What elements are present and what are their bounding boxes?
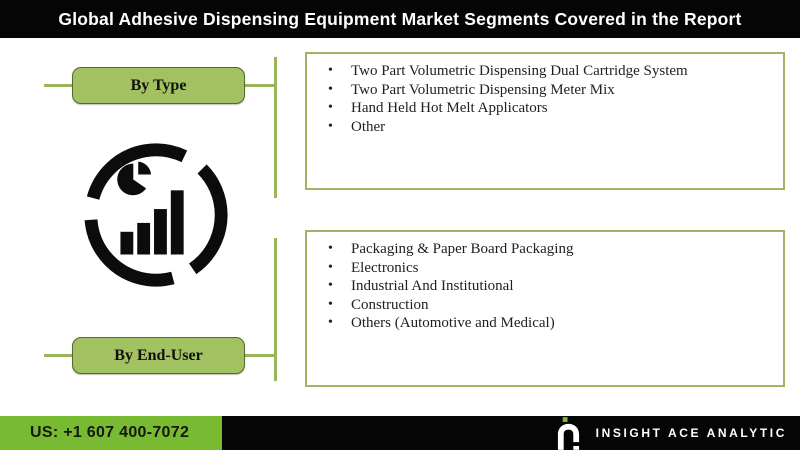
connector-line [274,238,277,381]
phone-number: US: +1 607 400-7072 [30,424,190,441]
header-bar: Global Adhesive Dispensing Equipment Mar… [0,0,800,38]
connector-line [44,354,72,357]
list-item: Construction [319,296,773,315]
connector-line [245,354,277,357]
by-end-user-label: By End-User [72,337,245,374]
list-item: Packaging & Paper Board Packaging [319,240,773,259]
by-type-list: Two Part Volumetric Dispensing Dual Cart… [319,62,773,136]
by-end-user-label-text: By End-User [114,346,203,364]
brand-name: INSIGHT ACE ANALYTIC [595,426,787,440]
connector-line [274,57,277,198]
connector-line [44,84,72,87]
list-item: Industrial And Institutional [319,277,773,296]
phone-badge: US: +1 607 400-7072 [0,416,222,450]
pie-and-bar-chart-ring-icon [84,143,228,287]
list-item: Two Part Volumetric Dispensing Dual Cart… [319,62,773,81]
by-end-user-items-box: Packaging & Paper Board Packaging Electr… [305,230,785,387]
brand-logo-group: INSIGHT ACE ANALYTIC [556,416,787,450]
page-title: Global Adhesive Dispensing Equipment Mar… [58,8,742,29]
list-item: Others (Automotive and Medical) [319,314,773,333]
footer-bar: US: +1 607 400-7072 INSIGHT ACE ANALYTIC [0,416,800,450]
connector-line [245,84,277,87]
by-type-items-box: Two Part Volumetric Dispensing Dual Cart… [305,52,785,190]
list-item: Electronics [319,259,773,278]
insight-ace-logo-icon [557,416,579,450]
by-end-user-list: Packaging & Paper Board Packaging Electr… [319,240,773,333]
list-item: Hand Held Hot Melt Applicators [319,99,773,118]
by-type-label: By Type [72,67,245,104]
by-type-label-text: By Type [130,76,187,94]
list-item: Two Part Volumetric Dispensing Meter Mix [319,81,773,100]
list-item: Other [319,118,773,137]
